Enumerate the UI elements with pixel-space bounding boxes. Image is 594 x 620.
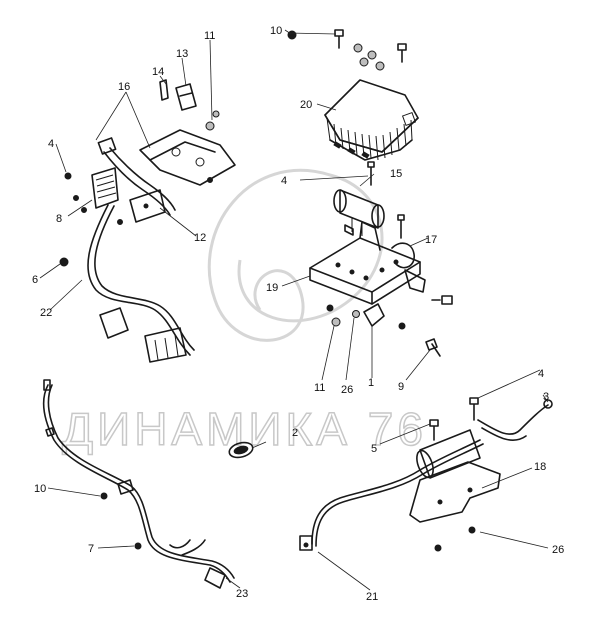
part-13-nuts	[205, 110, 220, 131]
callout-26-right: 26	[552, 544, 564, 556]
callout-3: 3	[543, 391, 549, 403]
part-9-bolt	[425, 338, 441, 357]
callout-2: 2	[292, 427, 298, 439]
part-22-relay-box	[324, 79, 419, 161]
part-8-connector	[91, 167, 119, 209]
callout-16: 14	[152, 66, 164, 78]
part-2-grommet	[228, 441, 254, 459]
part-23-cable	[299, 429, 484, 551]
callout-9: 9	[398, 381, 404, 393]
callout-21: 19	[266, 282, 278, 294]
callout-14: 12	[194, 232, 206, 244]
callout-4-center: 4	[281, 175, 287, 187]
callout-4-right: 4	[538, 368, 544, 380]
callout-11: 11	[314, 382, 325, 394]
callout-26-center: 26	[341, 384, 353, 396]
part-4-6-fasteners-left	[59, 172, 213, 267]
callout-6: 6	[32, 274, 38, 286]
callout-10: 10	[34, 483, 46, 495]
callout-19: 17	[425, 234, 437, 246]
part-1-bracket-clip	[326, 303, 406, 330]
part-19-clamp	[391, 242, 453, 305]
callout-labels: 10 11 13 14 16 20 4 4 15 8 12 17 6 19 22…	[32, 25, 564, 603]
callout-24: 22	[40, 307, 52, 319]
callout-23: 21	[366, 591, 378, 603]
part-25-cable	[42, 379, 235, 589]
part-24-harness	[87, 137, 195, 363]
callout-5: 5	[371, 443, 377, 455]
parts-15-16-clips	[159, 79, 197, 111]
callout-17: 15	[390, 168, 402, 180]
part-14-bracket	[129, 189, 166, 223]
callout-7: 7	[88, 543, 94, 555]
callout-13: 11	[204, 30, 215, 42]
part-3-wire	[477, 399, 553, 441]
callout-1: 1	[368, 377, 374, 389]
part-21-bracket	[309, 221, 421, 305]
callout-22: 20	[300, 99, 312, 111]
leader-lines	[39, 29, 549, 591]
part-18-bracket	[139, 129, 236, 186]
callout-8: 8	[56, 213, 62, 225]
callout-20: 18	[534, 461, 546, 473]
callout-12: 10	[270, 25, 282, 37]
callout-15: 13	[176, 48, 188, 60]
part-20-plate	[409, 461, 501, 523]
fasteners-top	[287, 29, 407, 71]
callout-25: 23	[236, 588, 248, 600]
callout-18: 16	[118, 81, 130, 93]
small-bolts	[367, 161, 405, 239]
callout-4-left: 4	[48, 138, 54, 150]
